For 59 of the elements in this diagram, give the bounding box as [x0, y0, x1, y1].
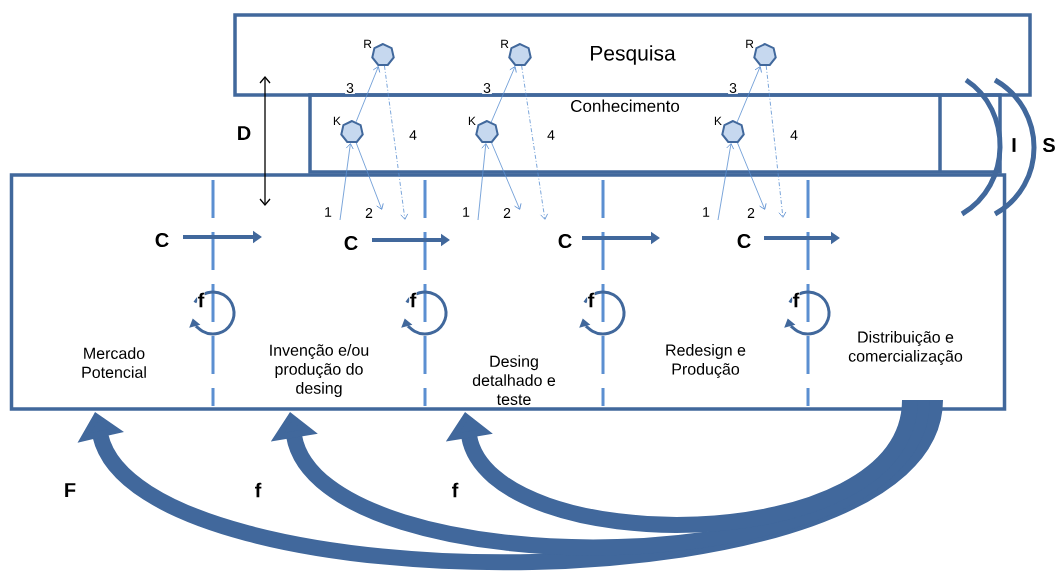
heptagon-node: R — [501, 39, 532, 66]
loop-label: f — [197, 292, 205, 308]
arrow — [521, 65, 548, 220]
edge-label: 4 — [789, 129, 799, 141]
stage-text: Redesign e Produção — [666, 344, 746, 378]
edge-label: S — [1041, 136, 1057, 154]
arrow — [355, 142, 384, 210]
edge-label: D — [235, 125, 253, 141]
node-label: K — [714, 116, 722, 126]
chain-label: C — [557, 233, 573, 249]
chain-label: C — [736, 233, 752, 249]
arrow — [717, 143, 735, 221]
edge-label: 1 — [461, 206, 471, 218]
loop-label: f — [587, 292, 595, 308]
edge-label: 1 — [323, 206, 333, 218]
chain-label: C — [343, 235, 359, 251]
arrow — [477, 143, 490, 221]
arrow — [384, 65, 409, 220]
edge-label: 2 — [502, 207, 512, 219]
arrow — [737, 142, 767, 210]
stage-text: Invenção e/ou produção do desing — [270, 344, 369, 397]
edge-label: 3 — [728, 82, 738, 94]
edge-label: 3 — [482, 82, 492, 94]
arrow — [490, 66, 517, 123]
stage-text: Desing detalhado e teste — [472, 355, 556, 405]
node-label: K — [333, 116, 341, 126]
chain-label: C — [154, 232, 170, 248]
node-label: R — [364, 39, 372, 49]
edge-label: 3 — [345, 82, 355, 94]
edge-label: 4 — [546, 129, 556, 141]
edge-label: 2 — [746, 207, 756, 219]
arrow — [736, 66, 762, 123]
loop-label: f — [409, 292, 417, 308]
node-label: R — [501, 39, 509, 49]
edge-label: f — [450, 481, 460, 499]
edge-label: f — [253, 481, 263, 499]
arrow — [270, 397, 930, 555]
edge-label: F — [62, 482, 78, 498]
arrow — [259, 76, 271, 206]
stage-text: Mercado Potencial — [82, 347, 146, 378]
arrow — [765, 65, 787, 218]
node-label: R — [746, 39, 754, 49]
heptagon-node: R — [746, 39, 777, 66]
arrow — [339, 143, 354, 221]
arrow — [77, 397, 943, 570]
chain-box — [9, 173, 1007, 411]
loop-label: f — [792, 292, 800, 308]
heptagon-node: K — [714, 116, 745, 143]
node-label: K — [468, 116, 476, 126]
heptagon-node: R — [364, 39, 395, 66]
edge-label: 4 — [408, 129, 418, 141]
arrow — [491, 142, 522, 210]
arrow — [355, 66, 381, 123]
stage-text: Distribuição e comercialização — [848, 331, 963, 365]
heptagon-node: K — [468, 116, 499, 143]
edge-label: 2 — [364, 207, 374, 219]
edge-label: I — [1010, 137, 1018, 153]
heptagon-node: K — [333, 116, 364, 143]
edge-label: 1 — [701, 206, 711, 218]
